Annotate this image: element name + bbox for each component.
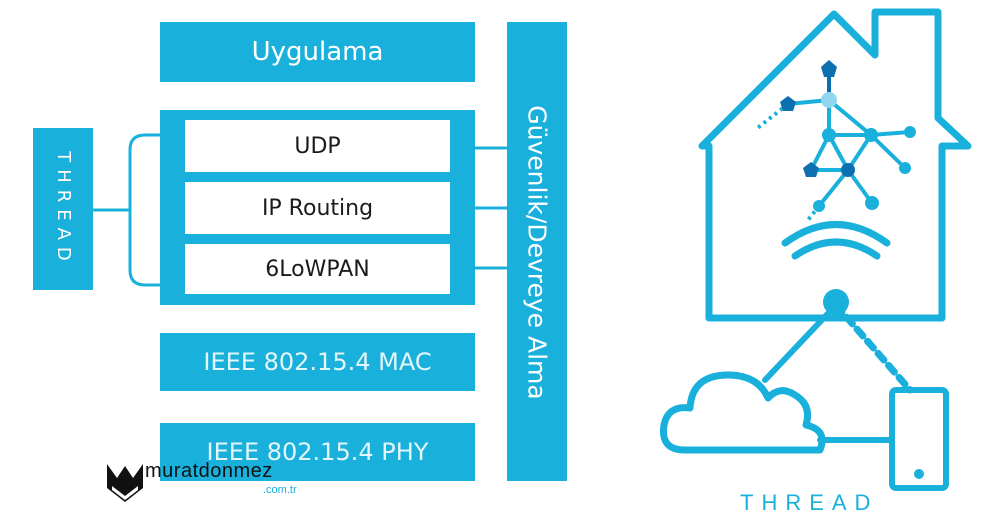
application-layer: Uygulama: [160, 22, 475, 82]
router-phone-link: [832, 301, 914, 394]
mac-layer: IEEE 802.15.4 MAC: [160, 333, 475, 391]
mesh-network: [787, 70, 911, 208]
mac-label: IEEE 802.15.4 MAC: [203, 348, 432, 376]
watermark: muratdonmez .com.tr: [103, 458, 323, 508]
udp-label: UDP: [294, 133, 341, 159]
6lowpan-layer: 6LoWPAN: [185, 244, 450, 294]
6lowpan-label: 6LoWPAN: [265, 256, 370, 282]
cloud-icon: [659, 371, 826, 454]
watermark-domain: .com.tr: [263, 484, 297, 496]
udp-layer: UDP: [185, 120, 450, 172]
ip-routing-label: IP Routing: [261, 195, 374, 221]
security-column: [507, 22, 567, 481]
ip-routing-layer: IP Routing: [185, 182, 450, 234]
thread-logo-bottom: THREAD: [740, 490, 879, 515]
wifi-arc-small: [791, 238, 881, 260]
phy-label: IEEE 802.15.4 PHY: [206, 438, 429, 466]
phone-icon: [889, 387, 949, 491]
book-logo-icon: [107, 464, 143, 502]
wifi-arc-medium: [781, 221, 891, 247]
phy-layer: IEEE 802.15.4 PHY: [160, 423, 475, 481]
router-icon: [823, 289, 849, 315]
application-label: Uygulama: [251, 37, 384, 67]
watermark-name: muratdonmez: [145, 460, 273, 482]
thread-logo-box: [33, 128, 93, 290]
router-cloud-link: [762, 302, 839, 383]
house-outline: [698, 8, 972, 322]
